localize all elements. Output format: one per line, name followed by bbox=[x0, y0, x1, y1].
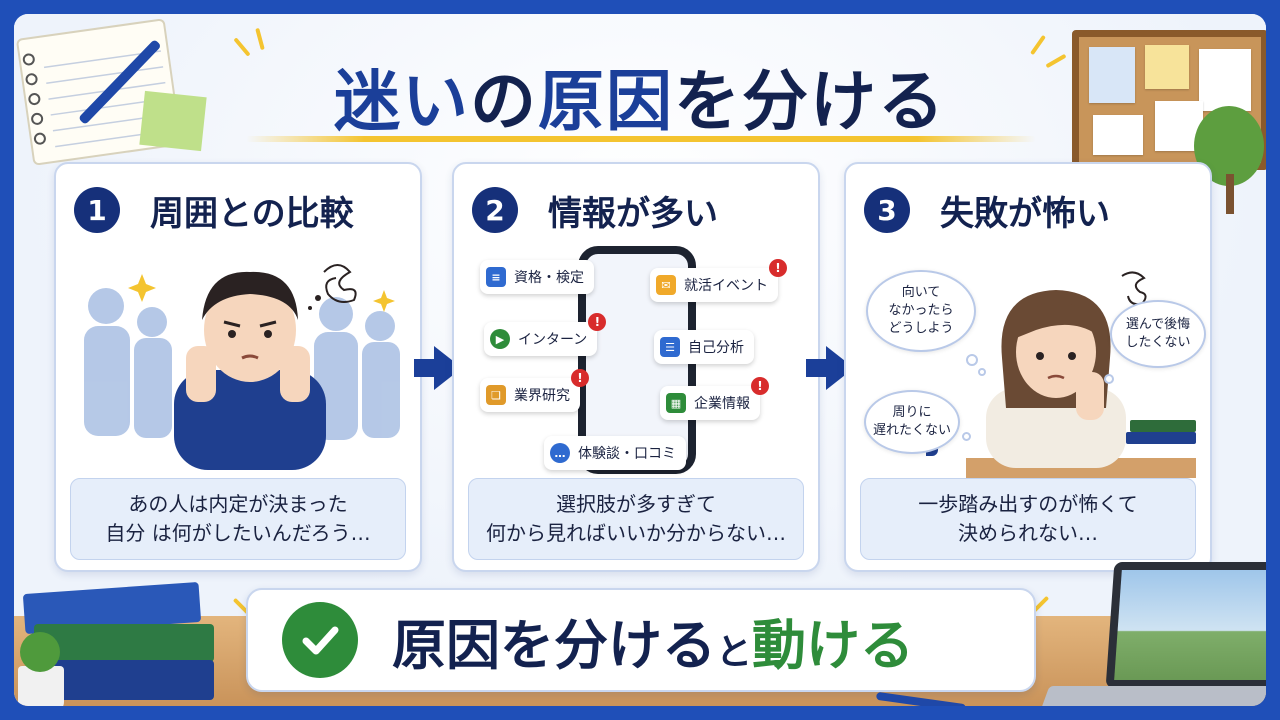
mail-icon: ✉ bbox=[656, 275, 676, 295]
title-part-4: を分ける bbox=[674, 63, 946, 140]
caption-line-1: 選択肢が多すぎて bbox=[556, 492, 716, 516]
chip-label: 企業情報 bbox=[694, 396, 750, 412]
number-badge: 3 bbox=[864, 187, 910, 233]
conclusion-text: 原因を分けると動ける bbox=[392, 601, 914, 680]
checkmark-icon bbox=[282, 602, 358, 678]
thought-bubble: 周りに 遅れたくない bbox=[864, 390, 960, 454]
bubble-line: どうしよう bbox=[888, 321, 954, 337]
tree-trunk bbox=[1226, 174, 1234, 214]
cause-card-fear: 3 失敗が怖い 向いて なかったら どうしよう 選んで後 bbox=[844, 162, 1212, 572]
alert-icon: ! bbox=[588, 313, 607, 331]
notebook-illustration bbox=[15, 18, 183, 166]
chip-label: 体験談・口コミ bbox=[578, 446, 676, 462]
plant-icon bbox=[20, 632, 60, 672]
worried-student-illustration bbox=[84, 264, 400, 470]
card-header: 2 情報が多い bbox=[472, 186, 808, 234]
chip-label: 自己分析 bbox=[688, 340, 744, 356]
books-illustration bbox=[34, 624, 214, 662]
plant-pot-illustration bbox=[18, 666, 64, 706]
number-badge: 2 bbox=[472, 187, 518, 233]
bubble-dot bbox=[966, 354, 978, 366]
chip-label: インターン bbox=[518, 332, 588, 348]
title-part-1: 迷い bbox=[334, 63, 470, 140]
cause-card-comparison: 1 周囲との比較 bbox=[54, 162, 422, 572]
bubble-line: したくない bbox=[1125, 335, 1191, 350]
cause-card-information: 2 情報が多い ≡ 資格・検定 ✉ 就活イベント ! ▶ インターン ! ☰ 自… bbox=[452, 162, 820, 572]
document-icon: ≡ bbox=[486, 267, 506, 287]
page-title: 迷いの原因を分ける bbox=[14, 48, 1266, 144]
play-icon: ▶ bbox=[490, 329, 510, 349]
alert-icon: ! bbox=[769, 259, 787, 277]
thought-bubble: 向いて なかったら どうしよう bbox=[866, 270, 976, 352]
conclusion-banner: 原因を分けると動ける bbox=[246, 588, 1036, 692]
slide-canvas: 迷いの原因を分ける 1 周囲との比較 bbox=[14, 14, 1266, 706]
card-title: 情報が多い bbox=[548, 193, 718, 234]
anxious-student-illustration bbox=[926, 271, 1196, 478]
info-chip-certification: ≡ 資格・検定 bbox=[480, 260, 594, 294]
title-part-2: の bbox=[470, 63, 538, 140]
chip-label: 資格・検定 bbox=[514, 270, 584, 286]
bubble-line: 向いて bbox=[901, 284, 941, 300]
bubble-line: なかったら bbox=[888, 302, 954, 318]
conclusion-part-3: 動ける bbox=[752, 613, 915, 677]
title-part-3: 原因 bbox=[538, 63, 674, 140]
chip-label: 就活イベント bbox=[684, 278, 768, 294]
caption-line-2: 決められない… bbox=[958, 521, 1098, 545]
alert-icon: ! bbox=[751, 377, 769, 395]
bubble-line: 遅れたくない bbox=[872, 423, 951, 438]
card-title: 周囲との比較 bbox=[150, 193, 354, 234]
conclusion-part-2: と bbox=[716, 631, 753, 673]
info-chip-company-info: ▦ 企業情報 ! bbox=[660, 377, 769, 420]
laptop-illustration bbox=[1105, 562, 1266, 688]
clipboard-icon: ☰ bbox=[660, 337, 680, 357]
card-title: 失敗が怖い bbox=[940, 193, 1110, 234]
info-chip-reviews: … 体験談・口コミ bbox=[544, 436, 686, 470]
card-caption: 一歩踏み出すのが怖くて 決められない… bbox=[860, 478, 1196, 560]
info-chip-internship: ▶ インターン ! bbox=[484, 313, 607, 356]
laptop-keyboard bbox=[1038, 686, 1266, 706]
card-header: 3 失敗が怖い bbox=[864, 186, 1200, 234]
chip-label: 業界研究 bbox=[514, 388, 570, 404]
caption-line-1: 一歩踏み出すのが怖くて bbox=[918, 492, 1138, 516]
thought-bubble: 選んで後悔 したくない bbox=[1110, 300, 1206, 368]
title-underline bbox=[246, 136, 1036, 142]
info-chip-self-analysis: ☰ 自己分析 bbox=[654, 330, 754, 364]
bubble-line: 周りに bbox=[892, 404, 932, 420]
card-caption: 選択肢が多すぎて 何から見ればいいか分からない… bbox=[468, 478, 804, 560]
card-header: 1 周囲との比較 bbox=[74, 186, 410, 234]
bubble-dot bbox=[1104, 374, 1114, 384]
bubble-line: 選んで後悔 bbox=[1125, 316, 1191, 332]
bubble-dot bbox=[978, 368, 986, 376]
building-icon: ▦ bbox=[666, 393, 686, 413]
caption-line-1: あの人は内定が決まった bbox=[128, 492, 348, 516]
conclusion-part-1: 原因を分ける bbox=[392, 613, 716, 677]
caption-line-2: 自分 は何がしたいんだろう… bbox=[105, 521, 371, 545]
bubble-dot bbox=[962, 432, 971, 441]
number-badge: 1 bbox=[74, 187, 120, 233]
chat-icon: … bbox=[550, 443, 570, 463]
info-chip-industry-research: ❏ 業界研究 ! bbox=[480, 369, 589, 412]
card-caption: あの人は内定が決まった 自分 は何がしたいんだろう… bbox=[70, 478, 406, 560]
info-chip-job-event: ✉ 就活イベント ! bbox=[650, 259, 787, 302]
book-icon: ❏ bbox=[486, 385, 506, 405]
caption-line-2: 何から見ればいいか分からない… bbox=[486, 521, 786, 545]
alert-icon: ! bbox=[571, 369, 589, 387]
